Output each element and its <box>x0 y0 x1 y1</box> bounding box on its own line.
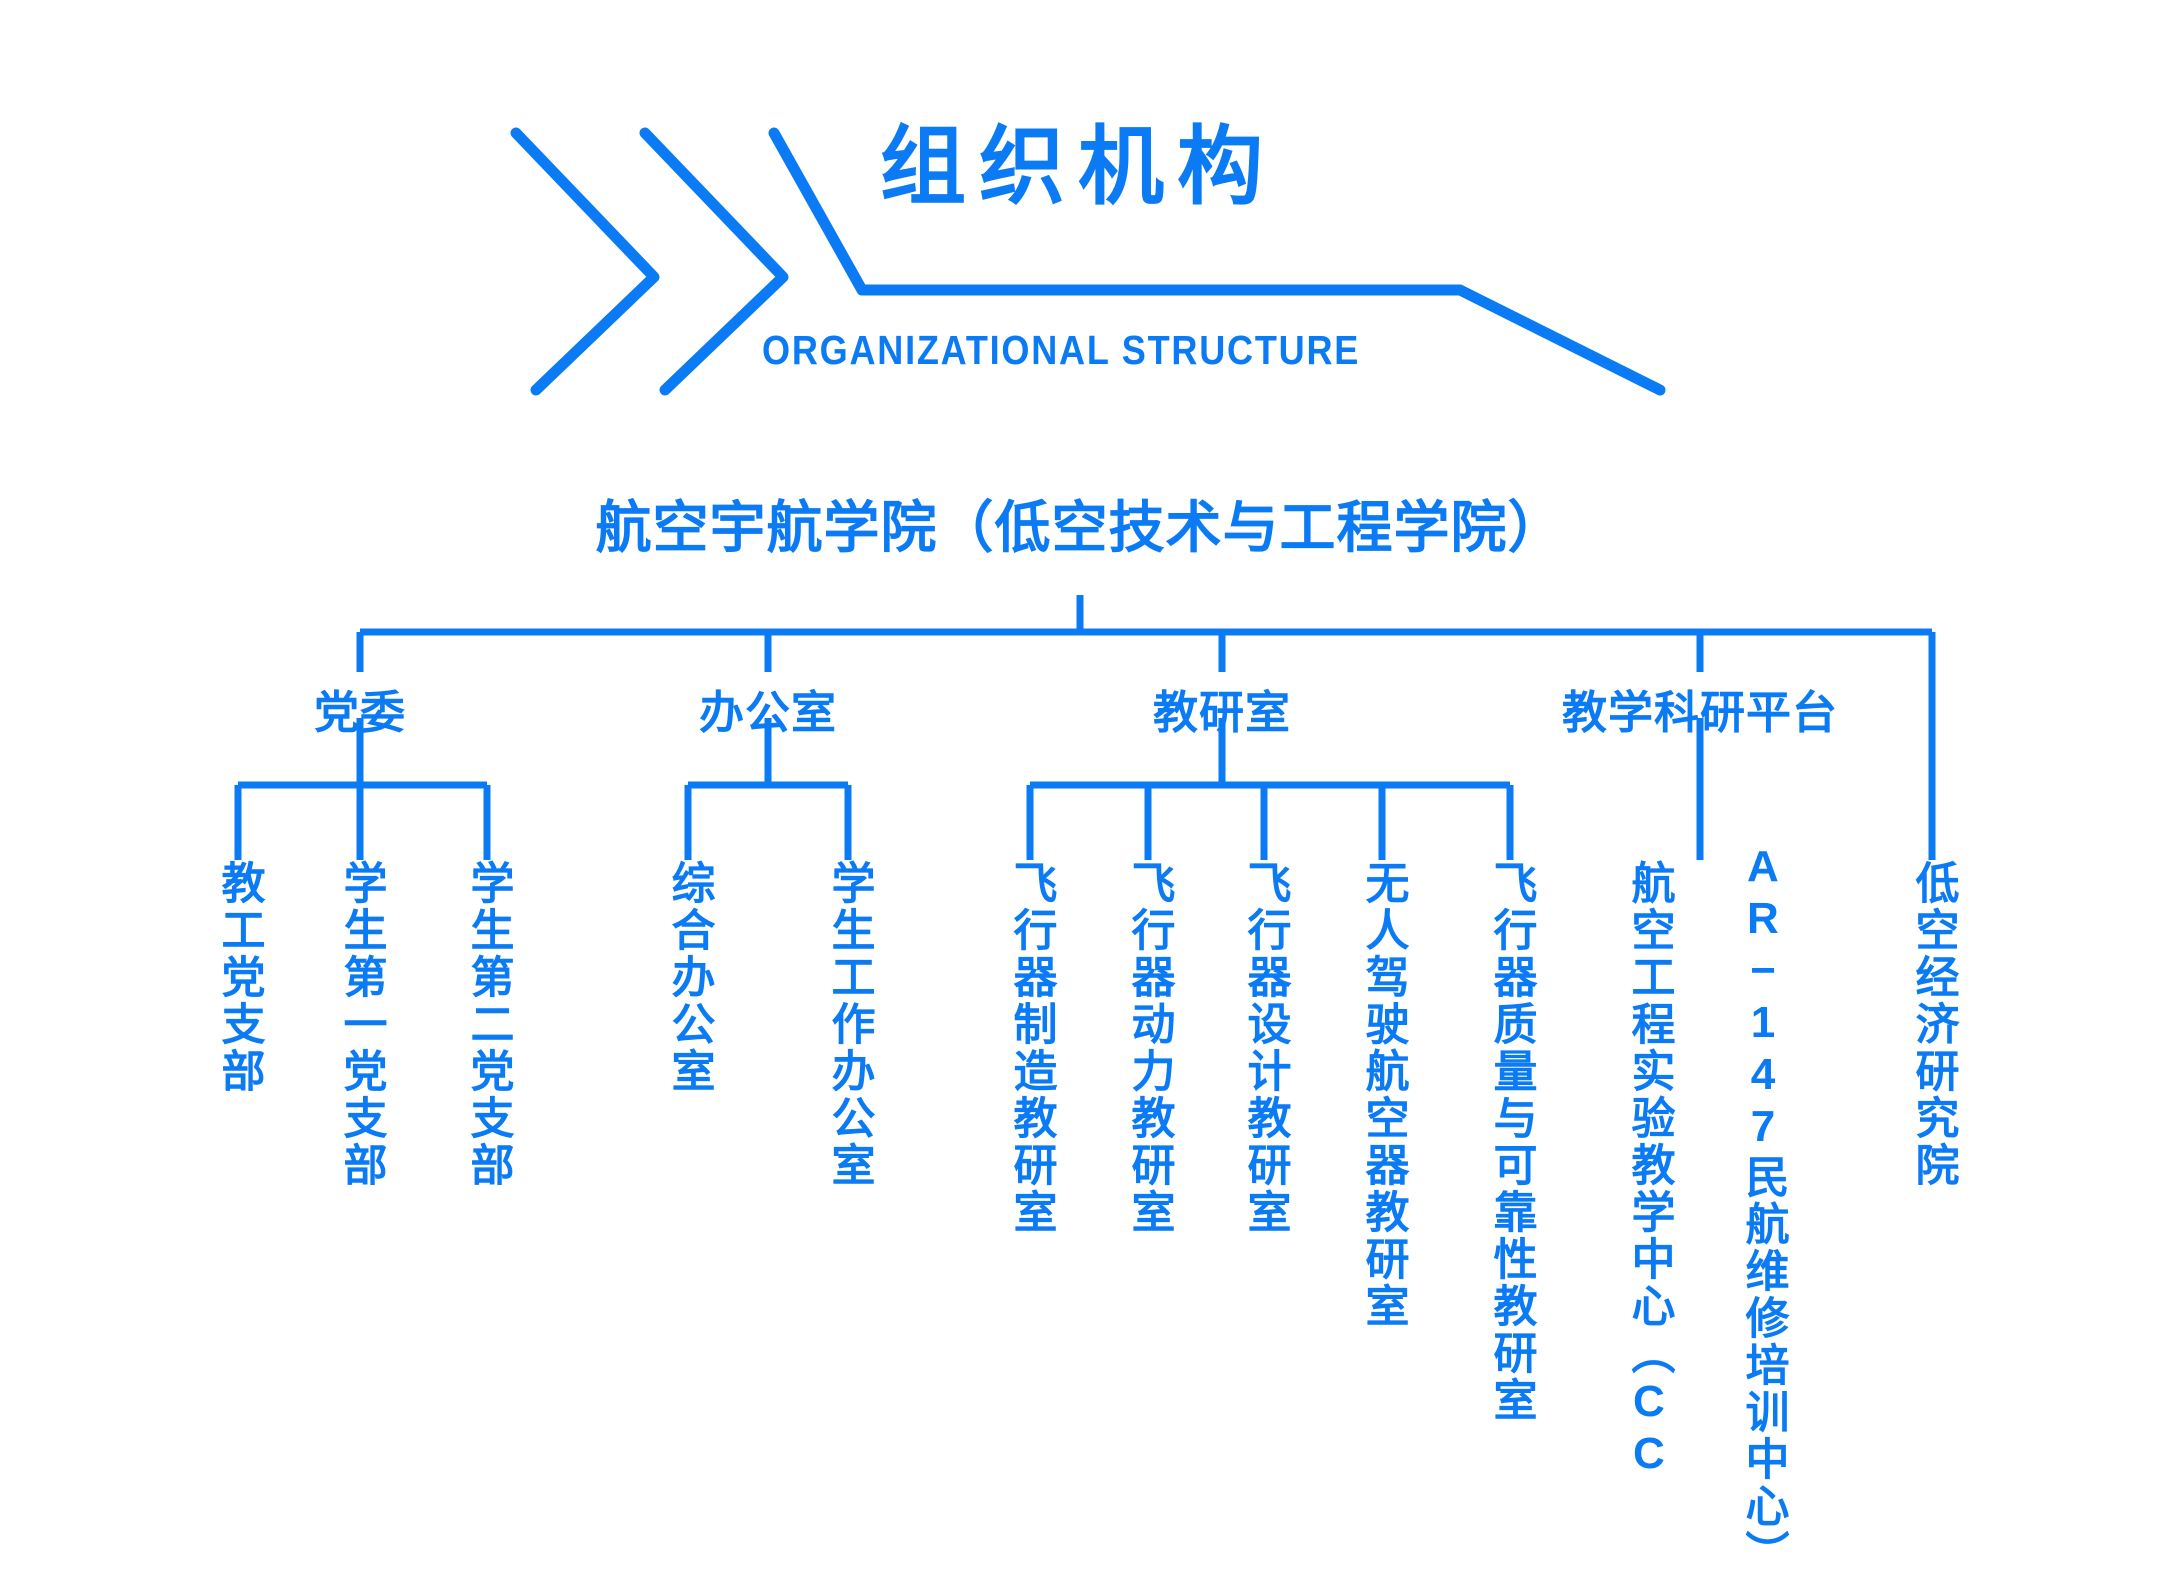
header-chevron-graphic <box>510 127 1666 396</box>
leaf-node-ar147-minhang-weixiu-peixun-zhongxin[interactable]: AR−147民航维修培训中心） <box>1738 842 1788 1577</box>
leaf-node-xuesheng-diyi-dangzhibu[interactable]: 学生第一党支部 <box>336 860 386 1189</box>
leaf-node-zonghe-bangongshi[interactable]: 综合办公室 <box>664 860 714 1095</box>
chevron-icon-2 <box>639 127 789 396</box>
title-underline-bracket <box>768 127 1666 396</box>
leaf-node-feixingqi-dongli-jiaoyanshi[interactable]: 飞行器动力教研室 <box>1124 860 1174 1236</box>
leaf-node-hangkong-gongcheng-shiyan-jiaoxue-zhongxin[interactable]: 航空工程实验教学中心（CC <box>1624 860 1674 1481</box>
leaf-node-feixingqi-zhizao-jiaoyanshi[interactable]: 飞行器制造教研室 <box>1006 860 1056 1236</box>
branch-node-dangwei[interactable]: 党委 <box>313 687 407 738</box>
leaf-node-wurenjiashi-hangkongqi-jiaoyanshi[interactable]: 无人驾驶航空器教研室 <box>1358 860 1408 1330</box>
leaf-node-jiaogong-dangzhibu[interactable]: 教工党支部 <box>214 860 264 1095</box>
leaf-node-dikong-jingji-yanjiuyuan[interactable]: 低空经济研究院 <box>1908 860 1958 1189</box>
chevron-icon-1 <box>510 127 660 396</box>
leaf-node-feixingqi-zhiliang-kekaoxing-jiaoyanshi[interactable]: 飞行器质量与可靠性教研室 <box>1486 860 1536 1424</box>
leaf-node-xuesheng-dier-dangzhibu[interactable]: 学生第二党支部 <box>463 860 513 1189</box>
leaf-node-feixingqi-sheji-jiaoyanshi[interactable]: 飞行器设计教研室 <box>1240 860 1290 1236</box>
leaf-node-xuesheng-gongzuo-bangongshi[interactable]: 学生工作办公室 <box>824 860 874 1189</box>
page-title: 组织机构 <box>880 119 1276 215</box>
root-node-label[interactable]: 航空宇航学院（低空技术与工程学院） <box>595 496 1565 559</box>
branch-node-bangongshi[interactable]: 办公室 <box>698 687 838 738</box>
branch-node-jiaoxue-keyan-pingtai[interactable]: 教学科研平台 <box>1561 687 1839 738</box>
branch-node-jiaoyanshi[interactable]: 教研室 <box>1152 687 1292 738</box>
header-banner: 组织机构 ORGANIZATIONAL STRUCTURE <box>0 0 2160 430</box>
page-subtitle: ORGANIZATIONAL STRUCTURE <box>762 327 1361 373</box>
